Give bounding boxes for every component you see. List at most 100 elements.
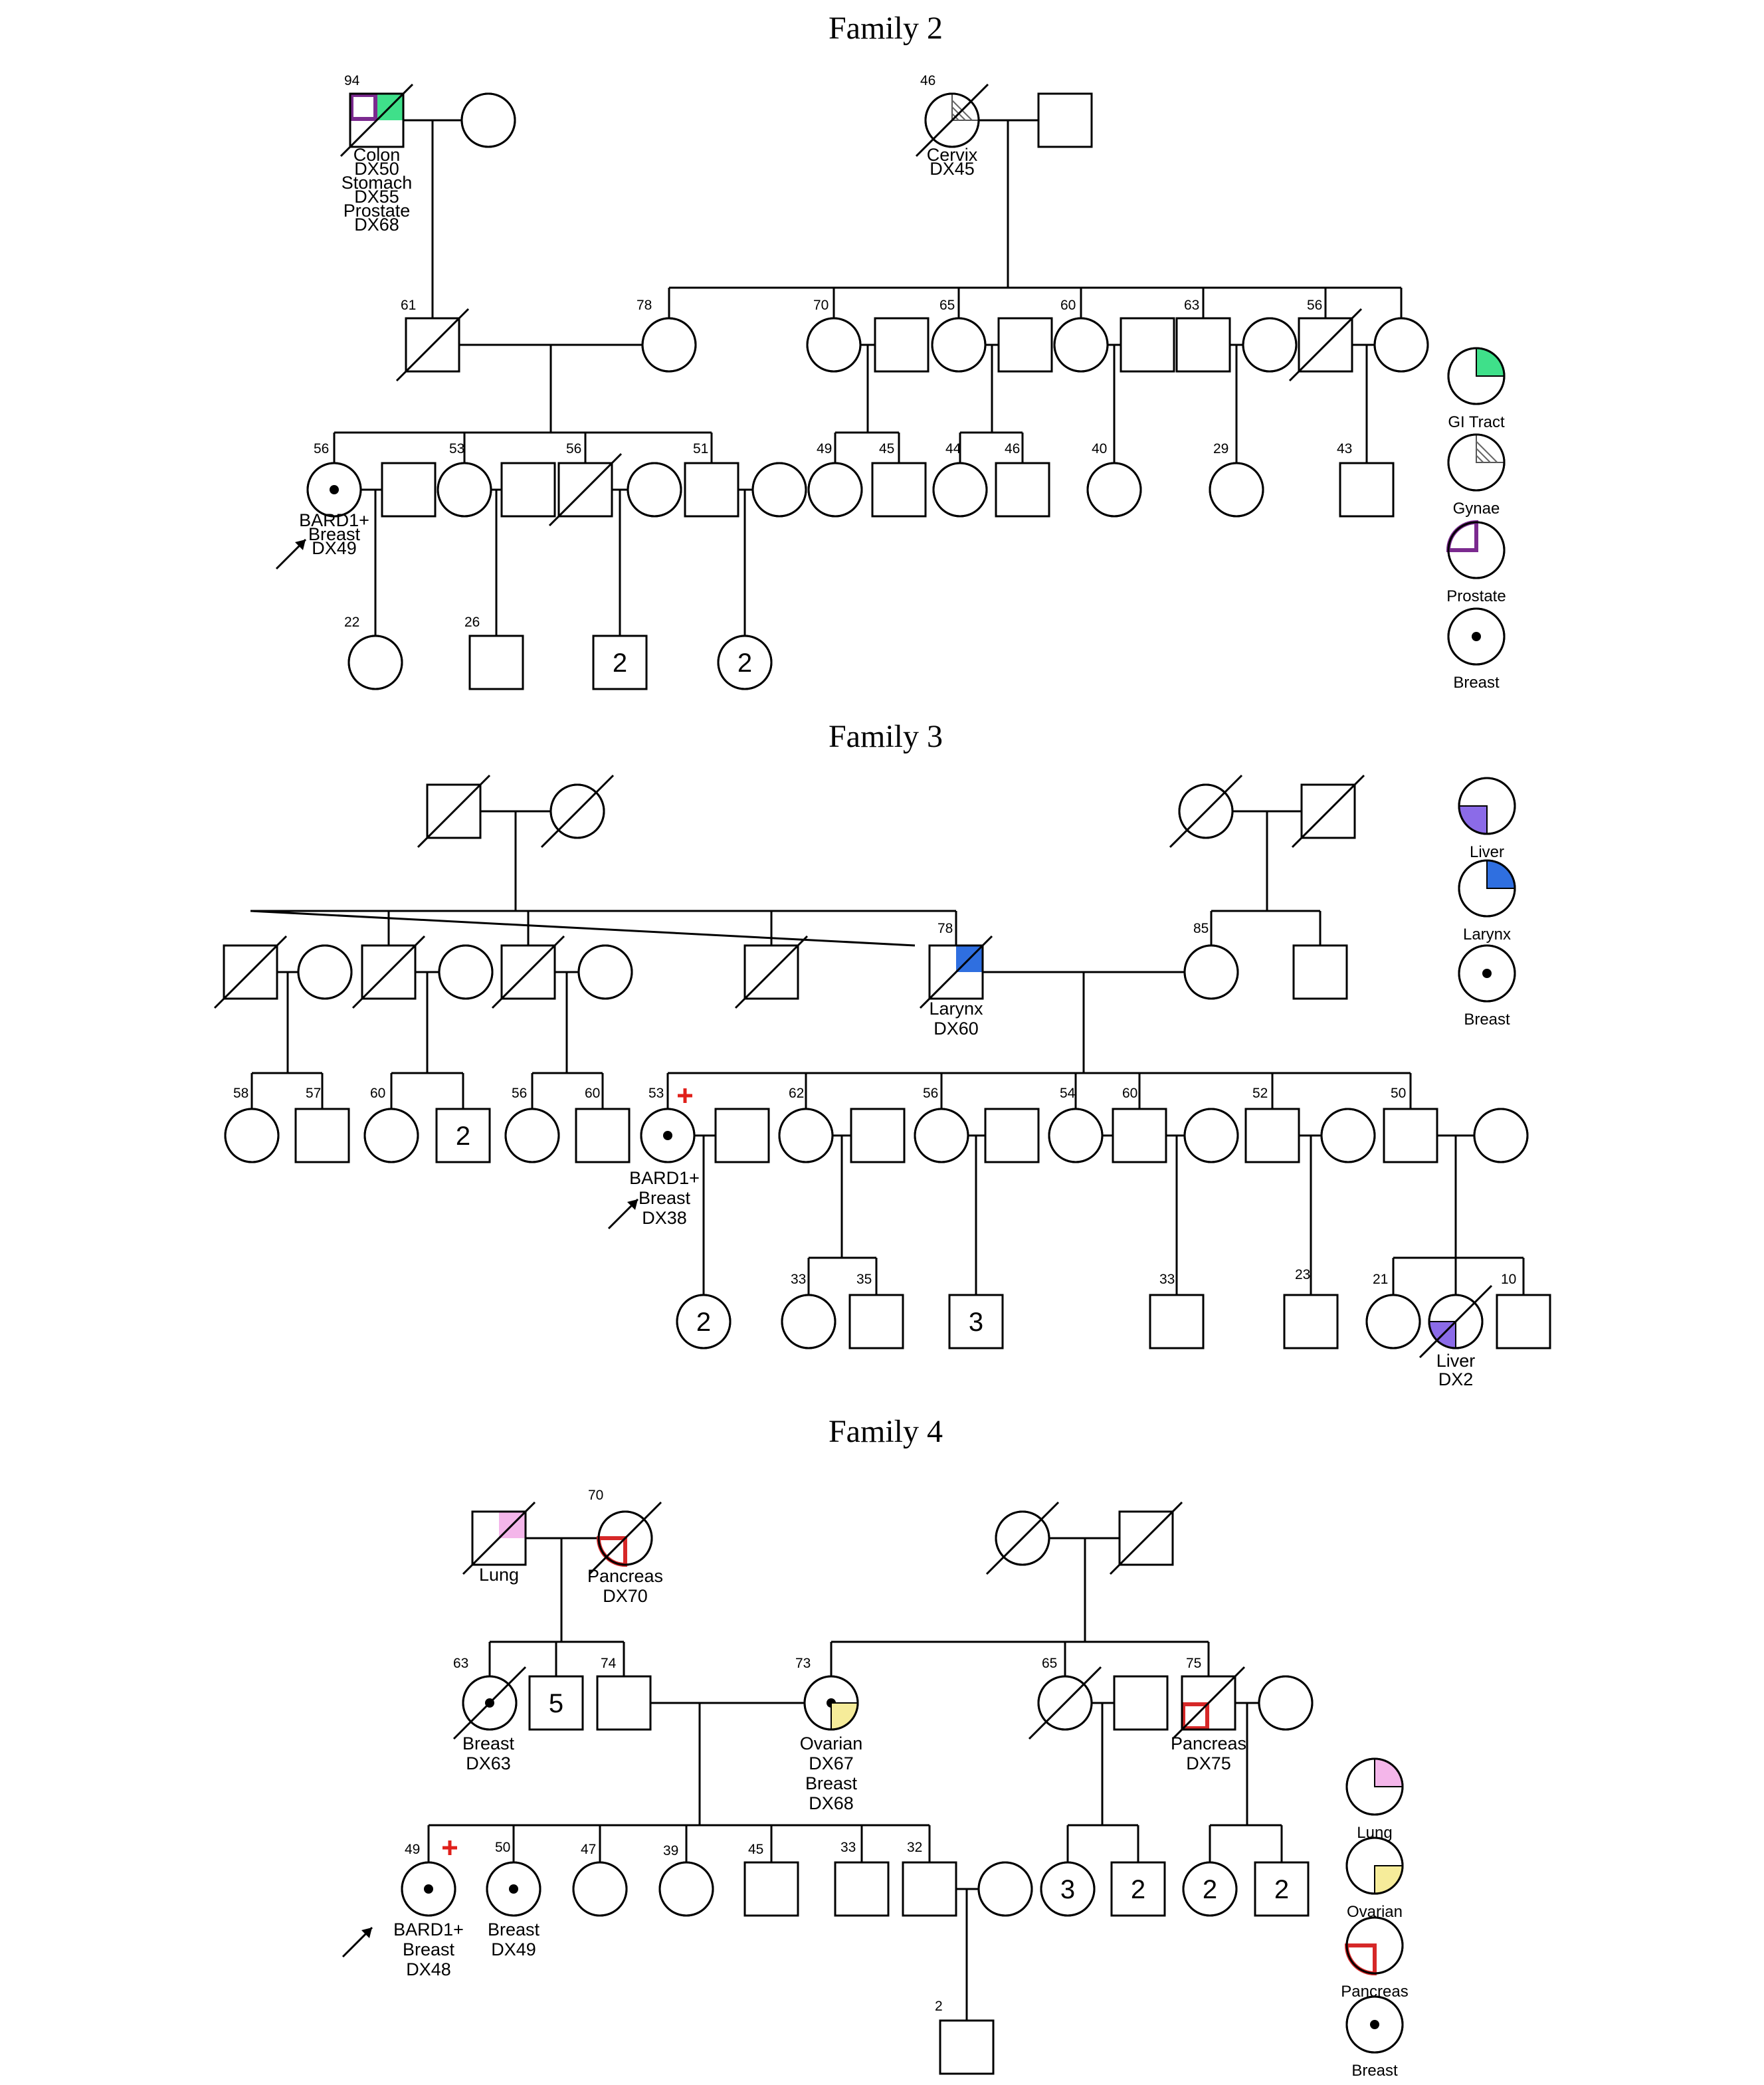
male-individual[interactable]: 32 (902, 1840, 957, 1917)
male-individual[interactable] (500, 462, 556, 518)
male-individual[interactable]: Lung (462, 1501, 536, 1585)
female-individual[interactable]: 65 (1028, 1656, 1102, 1740)
female-individual[interactable]: 3 (1040, 1861, 1096, 1917)
male-individual[interactable]: 26 (464, 615, 524, 690)
male-individual[interactable]: 57 (294, 1086, 350, 1163)
male-individual[interactable]: 2 (1254, 1861, 1310, 1917)
female-individual[interactable]: 53 (437, 441, 492, 518)
female-individual[interactable]: 65 (931, 298, 987, 373)
female-individual[interactable] (577, 944, 633, 1000)
female-individual[interactable] (1183, 1108, 1239, 1163)
male-individual[interactable]: 63 (1175, 298, 1231, 373)
female-individual[interactable]: 56 (914, 1086, 969, 1163)
male-individual[interactable]: 33 (1149, 1272, 1205, 1349)
male-individual[interactable] (213, 935, 288, 1009)
female-individual[interactable]: 33 (781, 1272, 836, 1349)
female-individual[interactable]: 39 (658, 1843, 714, 1917)
male-individual[interactable] (1037, 92, 1093, 148)
male-individual[interactable]: 61 (395, 298, 470, 382)
male-individual[interactable] (850, 1108, 906, 1163)
female-individual[interactable]: 2 (717, 635, 773, 690)
female-individual[interactable]: 60 (1053, 298, 1109, 373)
female-individual[interactable]: 85 (1183, 921, 1239, 1000)
male-individual[interactable] (714, 1108, 770, 1163)
male-individual[interactable] (491, 935, 565, 1009)
male-individual[interactable]: 2 (435, 1108, 491, 1163)
female-individual[interactable]: 2 (1182, 1861, 1238, 1917)
female-individual[interactable] (1258, 1675, 1314, 1731)
male-individual[interactable]: 51 (684, 441, 739, 518)
female-individual[interactable] (540, 774, 615, 848)
female-individual[interactable]: 70 (806, 298, 862, 373)
male-individual[interactable] (381, 462, 437, 518)
female-individual[interactable]: 47 (572, 1842, 628, 1917)
male-individual[interactable]: 56 (548, 441, 623, 527)
female-individual[interactable]: 29 (1209, 441, 1264, 518)
female-individual[interactable]: 44 (932, 441, 988, 518)
male-individual[interactable]: 60 (575, 1086, 631, 1163)
male-individual[interactable]: 33 (834, 1840, 890, 1917)
male-individual[interactable] (1291, 774, 1365, 848)
female-individual[interactable] (1373, 317, 1429, 373)
male-individual[interactable] (1292, 944, 1348, 1000)
male-individual[interactable]: 74 (596, 1656, 652, 1731)
male-individual[interactable]: 45 (743, 1842, 799, 1917)
male-individual[interactable] (1113, 1675, 1169, 1731)
male-individual[interactable]: 2 (1110, 1861, 1166, 1917)
female-individual[interactable]: 58 (224, 1086, 280, 1163)
male-individual[interactable] (417, 774, 491, 848)
female-individual[interactable]: 40 (1086, 441, 1142, 518)
male-individual[interactable]: 60 (1112, 1086, 1167, 1163)
female-individual[interactable]: 21 (1365, 1272, 1421, 1349)
female-individual[interactable]: 62 (778, 1086, 834, 1163)
male-individual[interactable] (874, 317, 930, 373)
female-individual[interactable] (460, 92, 516, 148)
male-individual[interactable]: 43 (1337, 441, 1395, 518)
male-individual[interactable]: 46 (995, 441, 1050, 518)
male-individual[interactable]: 10 (1496, 1272, 1551, 1349)
female-individual[interactable] (297, 944, 353, 1000)
female-individual[interactable] (977, 1861, 1033, 1917)
male-individual[interactable] (734, 935, 809, 1009)
male-individual[interactable]: 2 (935, 1999, 995, 2075)
male-individual[interactable]: 3 (948, 1294, 1004, 1349)
female-individual[interactable] (985, 1501, 1060, 1575)
female-individual[interactable] (627, 462, 682, 518)
female-individual[interactable] (438, 944, 494, 1000)
male-individual[interactable]: 56 (1288, 298, 1363, 382)
male-individual[interactable]: 2 (592, 635, 648, 690)
female-individual[interactable] (1473, 1108, 1529, 1163)
male-individual[interactable]: 35 (848, 1272, 904, 1349)
male-individual[interactable] (997, 317, 1053, 373)
female-individual[interactable]: 22 (344, 615, 403, 690)
male-individual[interactable]: 50 (1383, 1086, 1438, 1163)
male-individual[interactable]: 45 (871, 441, 927, 518)
male-individual[interactable] (351, 935, 426, 1009)
female-individual[interactable]: 2 (676, 1294, 732, 1349)
female-individual[interactable] (751, 462, 807, 518)
male-individual[interactable] (1120, 317, 1175, 373)
female-individual[interactable] (1320, 1108, 1376, 1163)
male-individual[interactable] (1109, 1501, 1183, 1575)
female-individual[interactable]: 60 (363, 1086, 419, 1163)
male-individual[interactable]: 52 (1244, 1086, 1300, 1163)
female-individual[interactable]: 56 (504, 1086, 560, 1163)
male-individual[interactable]: 23 (1283, 1267, 1339, 1349)
male-individual[interactable] (984, 1108, 1040, 1163)
female-individual[interactable]: 49 (807, 441, 863, 518)
female-individual[interactable] (1242, 317, 1298, 373)
female-individual[interactable]: 54 (1048, 1086, 1104, 1163)
female-individual[interactable] (1169, 774, 1243, 848)
